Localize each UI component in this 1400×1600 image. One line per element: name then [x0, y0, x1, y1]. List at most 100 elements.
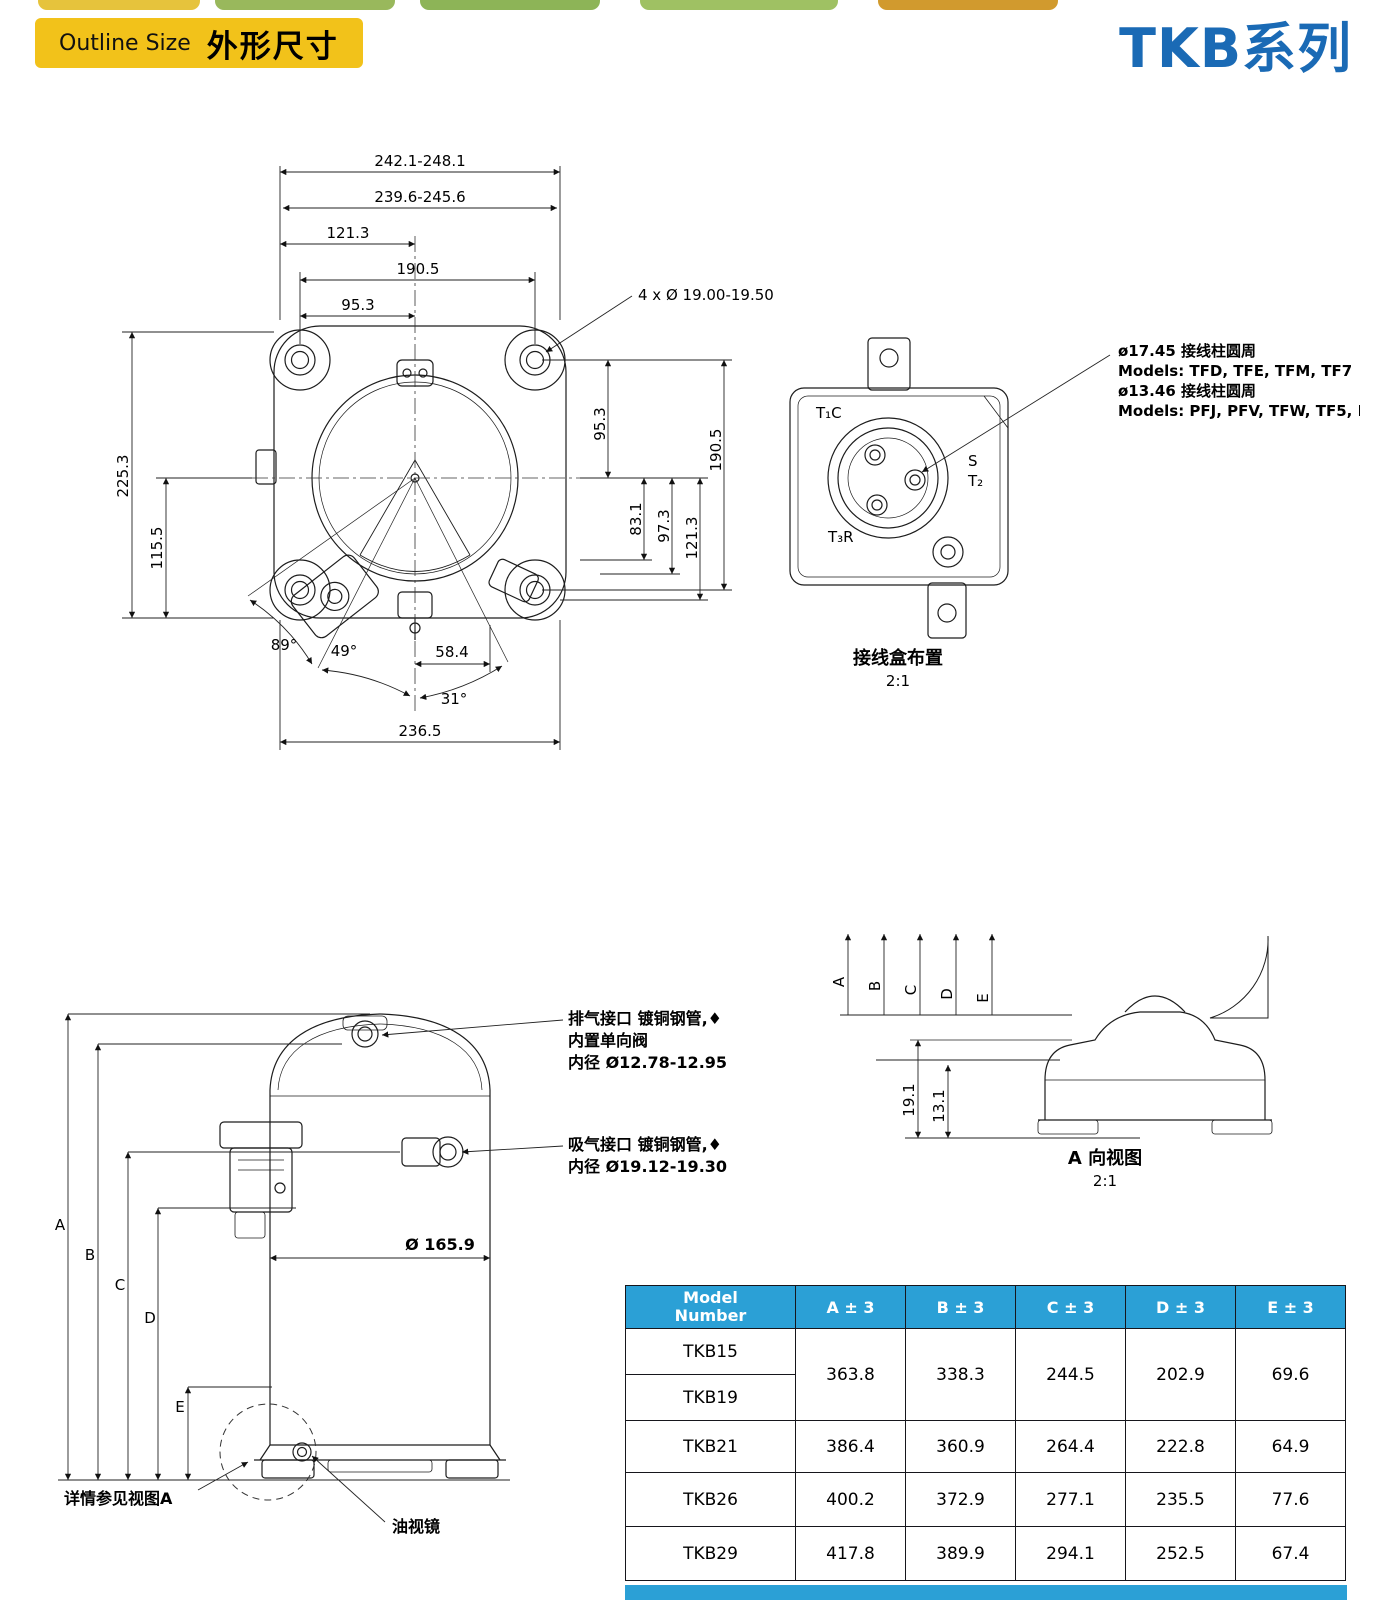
next-table-header-strip: [625, 1585, 1347, 1600]
detail-dim-13-1: 13.1: [930, 1089, 948, 1122]
value-cell: 264.4: [1015, 1420, 1126, 1473]
value-cell: 77.6: [1235, 1472, 1346, 1527]
suction-annotation-1: 吸气接口 镀铜钢管,♦: [568, 1135, 722, 1154]
dim-95-3-right: 95.3: [591, 407, 609, 440]
terminal-leader: [921, 354, 1111, 473]
detail-letter-c: C: [902, 985, 920, 995]
angle-31: 31°: [441, 690, 468, 708]
table-row: TKB15 363.8 338.3 244.5 202.9 69.6: [625, 1328, 1346, 1421]
suction-annotation-2: 内径 Ø19.12-19.30: [568, 1157, 727, 1176]
value-cell: 67.4: [1235, 1526, 1346, 1581]
section-title-zh: 外形尺寸: [206, 28, 339, 65]
terminal-scale: 2:1: [886, 672, 910, 690]
terminal-label-s: S: [968, 452, 978, 470]
terminal-caption: 接线盒布置: [853, 647, 943, 669]
detail-letter-b: B: [866, 981, 884, 991]
top-tab-strip-2: [215, 0, 395, 10]
value-cell: 363.8: [795, 1328, 906, 1421]
terminal-labels: T₁C S T₂ T₃R ø17.45 接线柱圆周 Models: TFD, T…: [815, 342, 1360, 690]
series-title: TKB系列: [1119, 17, 1352, 80]
terminal-label-t1: T₁C: [815, 404, 842, 422]
value-cell: 252.5: [1125, 1526, 1236, 1581]
value-cell: 386.4: [795, 1420, 906, 1473]
centerlines: [252, 236, 580, 712]
detail-a-circle: [219, 1403, 317, 1501]
dim-letter-a: A: [55, 1216, 66, 1234]
top-tab-strip-1: [38, 0, 200, 10]
value-cell: 372.9: [905, 1472, 1016, 1527]
dim-width-inner: 239.6-245.6: [374, 188, 465, 206]
value-cell: 417.8: [795, 1526, 906, 1581]
header-b: B ± 3: [905, 1285, 1016, 1329]
detail-letter-d: D: [938, 988, 956, 1000]
value-cell: 389.9: [905, 1526, 1016, 1581]
model-cell: TKB26: [625, 1472, 796, 1527]
terminal-annotation-4: Models: PFJ, PFV, TFW, TF5, PFZ: [1118, 402, 1360, 420]
discharge-annotation-1: 排气接口 镀铜钢管,♦: [568, 1009, 722, 1028]
dim-190-5: 190.5: [397, 260, 440, 278]
dimension-table: Model Number A ± 3 B ± 3 C ± 3 D ± 3 E ±…: [625, 1285, 1346, 1581]
value-cell: 64.9: [1235, 1420, 1346, 1473]
dim-letter-d: D: [144, 1309, 156, 1327]
section-title-en: Outline Size: [59, 30, 191, 56]
model-cell: TKB15: [625, 1328, 796, 1375]
dim-83-1: 83.1: [627, 502, 645, 535]
dim-letter-e: E: [175, 1398, 184, 1416]
terminal-annotation-3: ø13.46 接线柱圆周: [1118, 382, 1256, 400]
table-row: TKB21 386.4 360.9 264.4 222.8 64.9: [625, 1420, 1346, 1473]
dim-95-3: 95.3: [341, 296, 374, 314]
value-cell: 235.5: [1125, 1472, 1236, 1527]
dimension-lines: [122, 166, 732, 750]
value-cell: 222.8: [1125, 1420, 1236, 1473]
dim-121-3: 121.3: [327, 224, 370, 242]
detail-ref-label: 详情参见视图A: [64, 1489, 173, 1508]
detail-scale: 2:1: [1093, 1172, 1117, 1190]
terminal-annotation-1: ø17.45 接线柱圆周: [1118, 342, 1256, 360]
body-diameter-label: Ø 165.9: [405, 1235, 475, 1254]
detail-cap-profile: [1037, 935, 1273, 1135]
table-row: TKB29 417.8 389.9 294.1 252.5 67.4: [625, 1526, 1346, 1581]
dim-115-5: 115.5: [148, 527, 166, 570]
suction-port-angled: [290, 554, 379, 639]
oil-glass-label: 油视镜: [392, 1517, 440, 1536]
model-cell: TKB21: [625, 1420, 796, 1473]
dim-236-5: 236.5: [399, 722, 442, 740]
side-view-drawing: A B C D E Ø 165.9 排气接口 镀铜钢管,♦ 内置单向阀 内径 Ø…: [55, 1009, 727, 1536]
header-d: D ± 3: [1125, 1285, 1236, 1329]
top-view-drawing: 242.1-248.1 239.6-245.6 121.3 190.5 95.3…: [114, 152, 774, 750]
detail-view-labels: A B C D E 19.1 13.1 A 向视图 2:1: [830, 976, 1142, 1190]
terminal-box-drawing: T₁C S T₂ T₃R ø17.45 接线柱圆周 Models: TFD, T…: [789, 337, 1360, 690]
detail-view-a-drawing: A B C D E 19.1 13.1 A 向视图 2:1: [830, 934, 1273, 1190]
value-cell: 69.6: [1235, 1328, 1346, 1421]
top-tab-strip-5: [878, 0, 1058, 10]
value-cell: 294.1: [1015, 1526, 1126, 1581]
header-c: C ± 3: [1015, 1285, 1126, 1329]
dim-width-outer: 242.1-248.1: [374, 152, 465, 170]
detail-dim-19-1: 19.1: [900, 1083, 918, 1116]
top-tab-strip-4: [640, 0, 838, 10]
value-cell: 338.3: [905, 1328, 1016, 1421]
terminal-label-t2: T₂: [967, 472, 983, 490]
dim-121-3-right: 121.3: [683, 517, 701, 560]
model-cell: TKB29: [625, 1526, 796, 1581]
dim-letter-b: B: [85, 1246, 95, 1264]
detail-letter-a: A: [830, 976, 848, 987]
dim-97-3: 97.3: [655, 509, 673, 542]
header-model-number: Model Number: [625, 1285, 796, 1329]
dim-58-4: 58.4: [435, 643, 468, 661]
top-tab-strip-3: [420, 0, 600, 10]
table-row: TKB26 400.2 372.9 277.1 235.5 77.6: [625, 1472, 1346, 1527]
header-e: E ± 3: [1235, 1285, 1346, 1329]
value-cell: 202.9: [1125, 1328, 1236, 1421]
dim-letter-c: C: [115, 1276, 125, 1294]
detail-dimension-lines: [840, 934, 1140, 1139]
hole-note: 4 x Ø 19.00-19.50: [638, 286, 774, 304]
dimension-labels: 242.1-248.1 239.6-245.6 121.3 190.5 95.3…: [114, 152, 774, 740]
side-view-labels: A B C D E Ø 165.9 排气接口 镀铜钢管,♦ 内置单向阀 内径 Ø…: [55, 1009, 727, 1536]
discharge-annotation-3: 内径 Ø12.78-12.95: [568, 1053, 727, 1072]
height-dimension-lines: [58, 1013, 564, 1523]
compressor-top-plate: [255, 325, 567, 640]
discharge-annotation-2: 内置单向阀: [568, 1031, 648, 1050]
dim-225-3: 225.3: [114, 455, 132, 498]
detail-letter-e: E: [974, 993, 992, 1002]
